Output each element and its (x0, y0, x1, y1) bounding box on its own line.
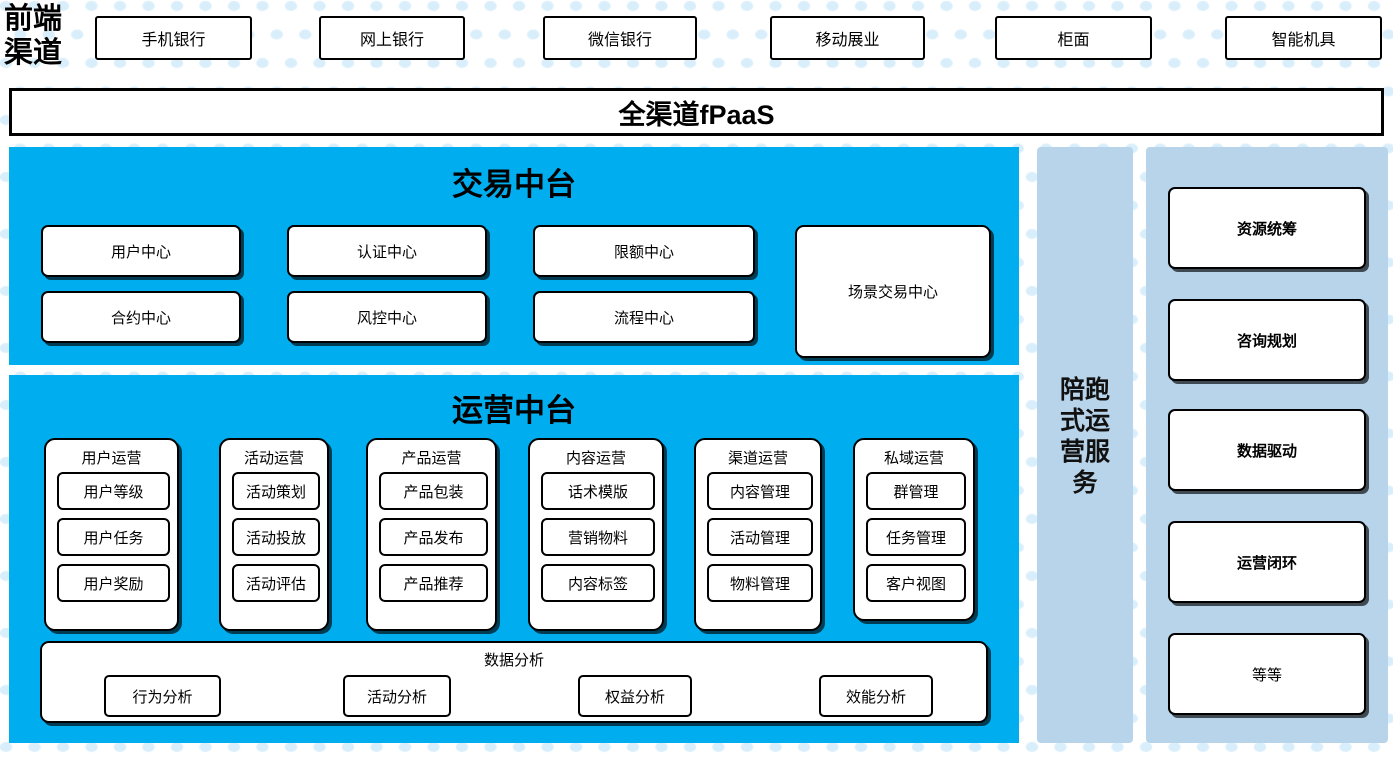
accompany-service-line: 务 (1072, 469, 1098, 497)
operation-item[interactable]: 物料管理 (707, 564, 813, 602)
channel-box-6[interactable]: 智能机具 (1225, 16, 1382, 60)
operation-column-6: 私域运营群管理任务管理客户视图 (853, 438, 975, 621)
data-analysis-item[interactable]: 权益分析 (578, 675, 692, 717)
service-box-1[interactable]: 资源统筹 (1168, 187, 1366, 269)
data-analysis-title: 数据分析 (483, 652, 544, 669)
operation-column-title: 产品运营 (401, 450, 462, 467)
channel-box-4[interactable]: 移动展业 (770, 16, 925, 60)
operation-column-title: 私域运营 (883, 450, 944, 467)
operation-center-title: 运营中台 (452, 393, 576, 428)
channel-box-2[interactable]: 网上银行 (319, 16, 465, 60)
operation-item[interactable]: 用户等级 (57, 472, 170, 510)
operation-column-5: 渠道运营内容管理活动管理物料管理 (694, 438, 822, 631)
data-analysis-item[interactable]: 活动分析 (343, 675, 451, 717)
operation-item[interactable]: 用户任务 (57, 518, 170, 556)
data-analysis-item[interactable]: 效能分析 (819, 675, 933, 717)
operation-item[interactable]: 群管理 (866, 472, 966, 510)
operation-item[interactable]: 内容标签 (541, 564, 655, 602)
service-box-3[interactable]: 数据驱动 (1168, 409, 1366, 491)
operation-item[interactable]: 产品推荐 (379, 564, 488, 602)
accompany-service-label: 陪跑式运营服务 (1037, 375, 1133, 499)
accompany-service-panel: 陪跑式运营服务 (1037, 147, 1133, 743)
front-channel-label: 前端渠道 (4, 3, 63, 69)
operation-column-title: 内容运营 (565, 450, 626, 467)
operation-column-2: 活动运营活动策划活动投放活动评估 (219, 438, 329, 631)
operation-item[interactable]: 客户视图 (866, 564, 966, 602)
channel-box-3[interactable]: 微信银行 (543, 16, 697, 60)
operation-column-4: 内容运营话术模版营销物料内容标签 (528, 438, 664, 631)
operation-item[interactable]: 活动管理 (707, 518, 813, 556)
data-analysis-item[interactable]: 行为分析 (104, 675, 221, 717)
operation-item[interactable]: 内容管理 (707, 472, 813, 510)
trade-center-box-3[interactable]: 限额中心 (533, 225, 755, 277)
trade-center-title: 交易中台 (452, 167, 576, 202)
operation-item[interactable]: 产品发布 (379, 518, 488, 556)
operation-column-title: 用户运营 (81, 450, 142, 467)
channel-box-5[interactable]: 柜面 (995, 16, 1152, 60)
fpaas-bar[interactable]: 全渠道fPaaS (9, 88, 1384, 136)
operation-column-title: 渠道运营 (727, 450, 788, 467)
operation-item[interactable]: 营销物料 (541, 518, 655, 556)
operation-column-1: 用户运营用户等级用户任务用户奖励 (44, 438, 179, 631)
operation-item[interactable]: 活动策划 (232, 472, 320, 510)
scene-trade-center-box[interactable]: 场景交易中心 (795, 225, 991, 358)
service-box-5[interactable]: 等等 (1168, 633, 1366, 715)
operation-column-3: 产品运营产品包装产品发布产品推荐 (366, 438, 497, 631)
accompany-service-line: 陪跑 (1059, 376, 1110, 404)
operation-item[interactable]: 话术模版 (541, 472, 655, 510)
trade-center-box-4[interactable]: 合约中心 (41, 291, 241, 343)
trade-center-box-1[interactable]: 用户中心 (41, 225, 241, 277)
trade-center-box-6[interactable]: 流程中心 (533, 291, 755, 343)
operation-item[interactable]: 产品包装 (379, 472, 488, 510)
operation-item[interactable]: 用户奖励 (57, 564, 170, 602)
service-box-2[interactable]: 咨询规划 (1168, 299, 1366, 381)
operation-column-title: 活动运营 (243, 450, 304, 467)
operation-item[interactable]: 活动评估 (232, 564, 320, 602)
operation-item[interactable]: 活动投放 (232, 518, 320, 556)
accompany-service-line: 式运 (1059, 407, 1110, 435)
operation-item[interactable]: 任务管理 (866, 518, 966, 556)
service-box-4[interactable]: 运营闭环 (1168, 521, 1366, 603)
channel-box-1[interactable]: 手机银行 (95, 16, 252, 60)
accompany-service-line: 营服 (1059, 438, 1110, 466)
trade-center-box-5[interactable]: 风控中心 (287, 291, 487, 343)
trade-center-box-2[interactable]: 认证中心 (287, 225, 487, 277)
